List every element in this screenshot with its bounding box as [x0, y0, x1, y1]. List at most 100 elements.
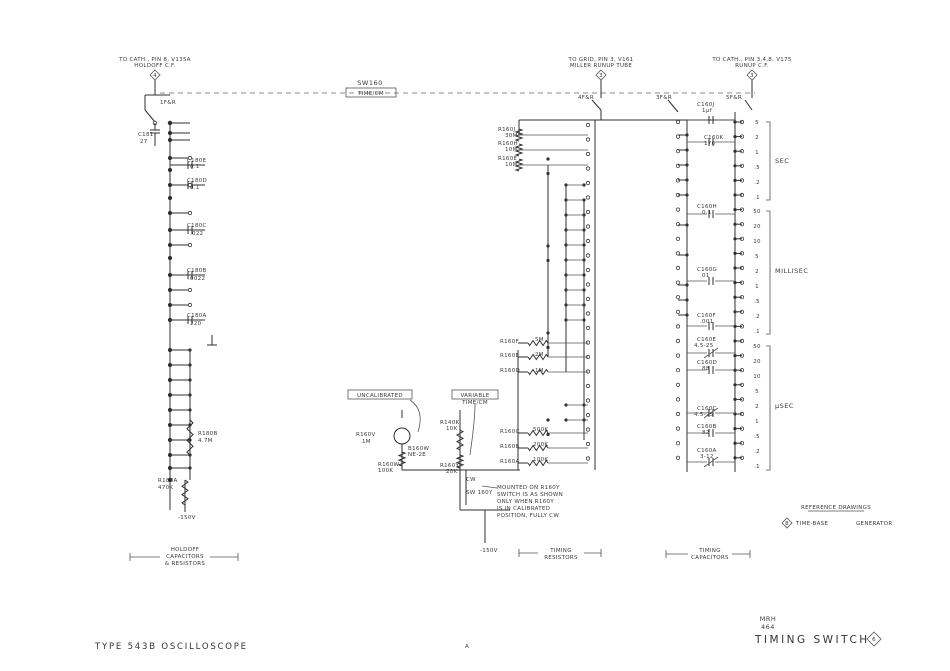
timing-caps-line1: TIMING [698, 548, 721, 554]
c180a-value: 220 [190, 321, 202, 327]
junction-dot [733, 397, 737, 401]
r160a-name: R160A [500, 459, 520, 465]
neon-lamp [393, 427, 411, 445]
r160b-value: 200K [533, 442, 548, 448]
junction-dot [188, 423, 192, 427]
note-line-4: IS IN CALIBRATED [497, 506, 550, 512]
junction-dot [168, 318, 172, 322]
b160w-value: NE-2E [408, 452, 426, 458]
resistor [527, 444, 549, 452]
switch-contact [585, 267, 591, 273]
time-milli-2: 10 [753, 239, 761, 245]
r160h-name: R160H [498, 141, 518, 147]
r160d-name: R160D [500, 368, 520, 374]
junction-dot [546, 157, 550, 161]
sec-unit-label: SEC [775, 157, 789, 165]
variable-supply: -150V [480, 548, 498, 554]
note-line-2: SWITCH IS AS SHOWN [497, 492, 563, 498]
switch-contact [675, 353, 681, 358]
mid-ref-marker: 3 [595, 69, 607, 81]
c160f-value: .001 [700, 319, 713, 325]
r160e-value: 10M [505, 162, 518, 168]
junction-dot [685, 253, 689, 257]
resistor [527, 339, 549, 347]
time-micro-5: 1 [755, 419, 759, 425]
switch-contact [187, 155, 193, 161]
c160a-value: 3-12 [700, 454, 714, 460]
junction-dot [685, 298, 689, 302]
b160w-name: B160W [408, 446, 429, 452]
c160e-value: 4.5-25 [694, 343, 714, 349]
mid-ref-subtitle: MILLER RUNUP TUBE [570, 63, 633, 69]
time-milli-7: .2 [754, 314, 760, 320]
c160f-name: C160F [697, 313, 716, 319]
timing-capacitor-section: 3F&R 5F&R C160J 1µf C160K 170 C160H 0.1 … [656, 80, 753, 472]
junction-dot [733, 149, 737, 153]
holdoff-section: 1F&R C181 27 C180E 0.1 C180D 0.1 C180C .… [138, 80, 217, 521]
junction-dot [733, 120, 737, 124]
switch-contact [585, 427, 591, 432]
switch-contact [585, 195, 591, 200]
junction-dot [168, 138, 172, 142]
svg-text:3: 3 [599, 73, 603, 79]
left-ref-subtitle: HOLDOFF C.F. [134, 63, 175, 69]
c160k-value: 170 [704, 141, 716, 147]
time-micro-0: 50 [753, 344, 761, 350]
switch-contact [675, 382, 681, 387]
time-milli-0: 50 [753, 209, 761, 215]
instrument-name: TYPE 543B OSCILLOSCOPE [94, 642, 248, 652]
junction-dot [685, 133, 689, 137]
switch-contact [675, 280, 681, 285]
switch-contact [675, 324, 681, 329]
trimmer-arrow [703, 456, 719, 468]
r160b-name: R160B [500, 444, 520, 450]
r140k-value: 10K [446, 426, 458, 432]
resistor [186, 419, 194, 456]
c180b-name: C180B [187, 268, 207, 274]
time-micro-3: 5 [755, 389, 759, 395]
switch-contact [585, 137, 591, 142]
r160c-name: R160C [500, 429, 520, 435]
time-milli-3: 5 [755, 254, 759, 260]
switch-contact [585, 369, 591, 374]
switch-contact [675, 207, 681, 212]
switch-contact [187, 287, 193, 293]
r160h-value: 10M [505, 147, 518, 153]
c160b-name: C160B [697, 424, 717, 430]
drawing-date: 464 [761, 623, 775, 631]
right-ref-subtitle: RUNUP C.F. [735, 63, 769, 69]
time-milli-4: 2 [755, 269, 759, 275]
micro-unit-label: µSEC [775, 402, 794, 410]
switch-contact [675, 338, 681, 344]
junction-dot [733, 222, 737, 226]
switch-contact [187, 302, 193, 308]
switch-contact [585, 151, 591, 157]
title-marker-icon [866, 631, 882, 647]
c160d-name: C160D [697, 360, 717, 366]
c160h-name: C160H [697, 204, 717, 210]
junction-dot [733, 295, 737, 299]
switch-contact [585, 412, 591, 418]
junction-dot [733, 427, 737, 431]
junction-dot [733, 164, 737, 168]
time-sec-1: 2 [755, 135, 759, 141]
time-micro-4: 2 [755, 404, 759, 410]
reference-heading: REFERENCE DRAWINGS [801, 505, 871, 511]
c160e-name: C160E [697, 337, 717, 343]
note-line-3: ONLY WHEN R160Y [497, 499, 554, 505]
time-milli-5: 1 [755, 284, 759, 290]
switch-contact [675, 397, 681, 402]
c181-value: 27 [140, 139, 148, 145]
junction-dot [733, 383, 737, 387]
c180e-name: C180E [187, 158, 207, 164]
c180d-value: 0.1 [190, 185, 200, 191]
c160h-value: 0.1 [702, 210, 712, 216]
variable-box [451, 389, 499, 400]
r160f-name: R160F [500, 339, 519, 345]
diagram-title: TIMING SWITCH [754, 634, 870, 646]
wafer-5fr-label: 5F&R [726, 95, 742, 101]
switch-contact [585, 282, 591, 287]
time-micro-1: 20 [753, 359, 761, 365]
reference-item-a: TIME-BASE [795, 521, 828, 527]
c160d-value: 88 [702, 366, 710, 372]
